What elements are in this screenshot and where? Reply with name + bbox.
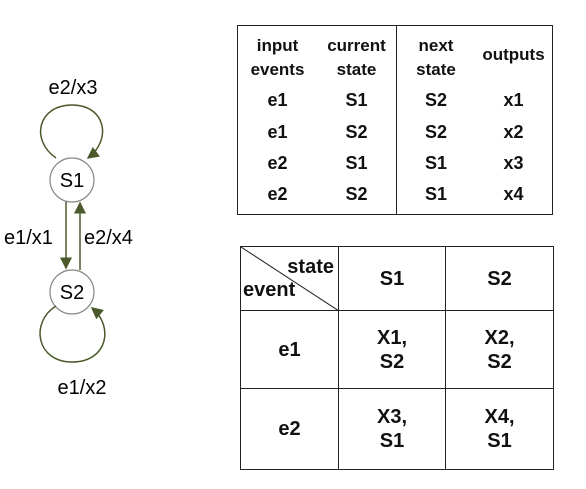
matrix-header-row: state event S1 S2 bbox=[240, 246, 554, 311]
matrix-cell: X2, S2 bbox=[445, 310, 554, 389]
matrix-row-header: e2 bbox=[240, 388, 339, 470]
matrix-cell: X1, S2 bbox=[338, 310, 446, 389]
cell: x2 bbox=[503, 122, 524, 142]
cell: S2 bbox=[345, 122, 368, 142]
cell-output: X3, bbox=[376, 406, 408, 428]
column-input-events: input events e1 e1 e2 e2 bbox=[238, 26, 317, 214]
cell: S1 bbox=[424, 153, 448, 173]
header-outputs: outputs bbox=[475, 43, 552, 67]
matrix-row-header: e1 bbox=[240, 310, 339, 389]
cell-next-state: S2 bbox=[487, 350, 512, 373]
cell: e2 bbox=[267, 153, 288, 173]
header-line: state bbox=[336, 60, 377, 79]
transition-table: input events e1 e1 e2 e2 current state S… bbox=[237, 25, 553, 215]
matrix-row-e1: e1 X1, S2 X2, S2 bbox=[240, 310, 554, 389]
cell: e1 bbox=[267, 122, 288, 142]
state-diagram: e2/x3 S1 e1/x1 e2/x4 S2 e1/x2 bbox=[4, 77, 133, 399]
edge-s1-to-s2-label: e1/x1 bbox=[4, 227, 53, 249]
corner-diagonal bbox=[241, 247, 339, 311]
cell-next-state: S1 bbox=[379, 430, 405, 452]
cell: S1 bbox=[345, 90, 368, 110]
header-line: next bbox=[418, 36, 454, 55]
state-event-matrix: state event S1 S2 e1 X1, S2 X2, S2 e2 X3… bbox=[240, 246, 554, 470]
header-input-events: input events bbox=[238, 34, 317, 82]
column-current-state: current state S1 S2 S1 S2 bbox=[317, 26, 396, 214]
state-node-s2 bbox=[49, 269, 95, 315]
cell: S1 bbox=[345, 153, 368, 173]
matrix-column-header: S2 bbox=[445, 246, 554, 311]
header-line: current bbox=[327, 36, 386, 55]
header-next-state: next state bbox=[397, 34, 475, 82]
matrix-column-header: S1 bbox=[338, 246, 446, 311]
header-line: state bbox=[416, 60, 456, 79]
cell: e2 bbox=[267, 184, 288, 204]
cell: x3 bbox=[503, 153, 524, 173]
matrix-corner-cell: state event bbox=[240, 246, 339, 311]
cell: S2 bbox=[345, 184, 368, 204]
state-label-s2: S2 bbox=[60, 282, 84, 304]
cell-output: X1, bbox=[376, 326, 408, 349]
loop-s1-arrow bbox=[39, 104, 104, 159]
loop-s1-label: e2/x3 bbox=[49, 77, 98, 99]
cell: e1 bbox=[267, 90, 288, 110]
cell-next-state: S2 bbox=[379, 350, 405, 373]
header-line: outputs bbox=[482, 45, 545, 64]
matrix-cell: X3, S1 bbox=[338, 388, 446, 470]
header-line: input bbox=[256, 36, 299, 55]
loop-s2-label: e1/x2 bbox=[58, 377, 107, 399]
cell: S2 bbox=[424, 90, 448, 110]
matrix-row-e2: e2 X3, S1 X4, S1 bbox=[240, 388, 554, 470]
column-next-state: next state S2 S2 S1 S1 bbox=[396, 26, 475, 214]
cell: S1 bbox=[424, 184, 448, 204]
loop-s2-arrow bbox=[39, 305, 106, 363]
cell: x1 bbox=[503, 90, 524, 110]
state-label-s1: S1 bbox=[60, 170, 84, 192]
matrix-cell: X4, S1 bbox=[445, 388, 554, 470]
state-node-s1 bbox=[49, 157, 95, 203]
cell: S2 bbox=[424, 122, 448, 142]
corner-event-label: event bbox=[243, 279, 296, 301]
header-current-state: current state bbox=[317, 34, 396, 82]
cell-next-state: S1 bbox=[487, 430, 512, 452]
cell: x4 bbox=[503, 184, 524, 204]
cell-output: X4, bbox=[484, 406, 515, 428]
cell-output: X2, bbox=[484, 326, 515, 349]
column-outputs: outputs x1 x2 x3 x4 bbox=[475, 26, 552, 214]
corner-state-label: state bbox=[287, 256, 334, 278]
edge-s2-to-s1-label: e2/x4 bbox=[84, 227, 133, 249]
header-line: events bbox=[250, 60, 305, 79]
